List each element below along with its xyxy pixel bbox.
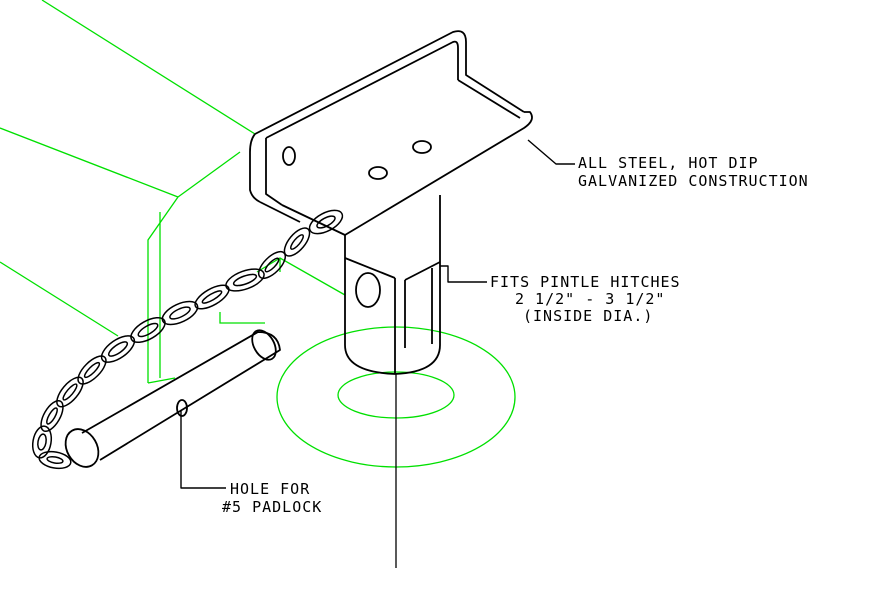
bracket-back-plate xyxy=(254,30,525,135)
pintle-line-3: (INSIDE DIA.) xyxy=(523,307,653,325)
annotation-pintle: FITS PINTLE HITCHES 2 1/2" - 3 1/2" (INS… xyxy=(490,273,681,325)
leader-padlock xyxy=(180,410,226,489)
trailer-tongue xyxy=(0,0,346,384)
post-hole xyxy=(355,272,381,308)
leader-construction xyxy=(527,139,575,165)
annotation-construction: ALL STEEL, HOT DIP GALVANIZED CONSTRUCTI… xyxy=(578,154,809,190)
padlock-line-2: #5 PADLOCK xyxy=(222,498,322,516)
annotation-padlock: HOLE FOR #5 PADLOCK xyxy=(222,480,322,516)
bracket-hole xyxy=(368,166,388,180)
construction-line-1: ALL STEEL, HOT DIP xyxy=(578,154,759,172)
leader-pintle xyxy=(440,265,487,283)
bracket-top-plate xyxy=(281,111,533,236)
pintle-line-1: FITS PINTLE HITCHES xyxy=(490,273,681,291)
bracket-hole xyxy=(412,140,432,154)
hitch-post xyxy=(344,195,441,375)
bracket-hole xyxy=(282,146,296,166)
hitch-hardware xyxy=(31,30,575,568)
padlock-hole xyxy=(176,399,188,417)
safety-chain xyxy=(31,209,344,470)
pin-end xyxy=(64,428,100,468)
pintle-line-2: 2 1/2" - 3 1/2" xyxy=(515,290,665,308)
padlock-line-1: HOLE FOR xyxy=(230,480,310,498)
hitch-pin xyxy=(81,331,281,461)
construction-line-2: GALVANIZED CONSTRUCTION xyxy=(578,172,809,190)
